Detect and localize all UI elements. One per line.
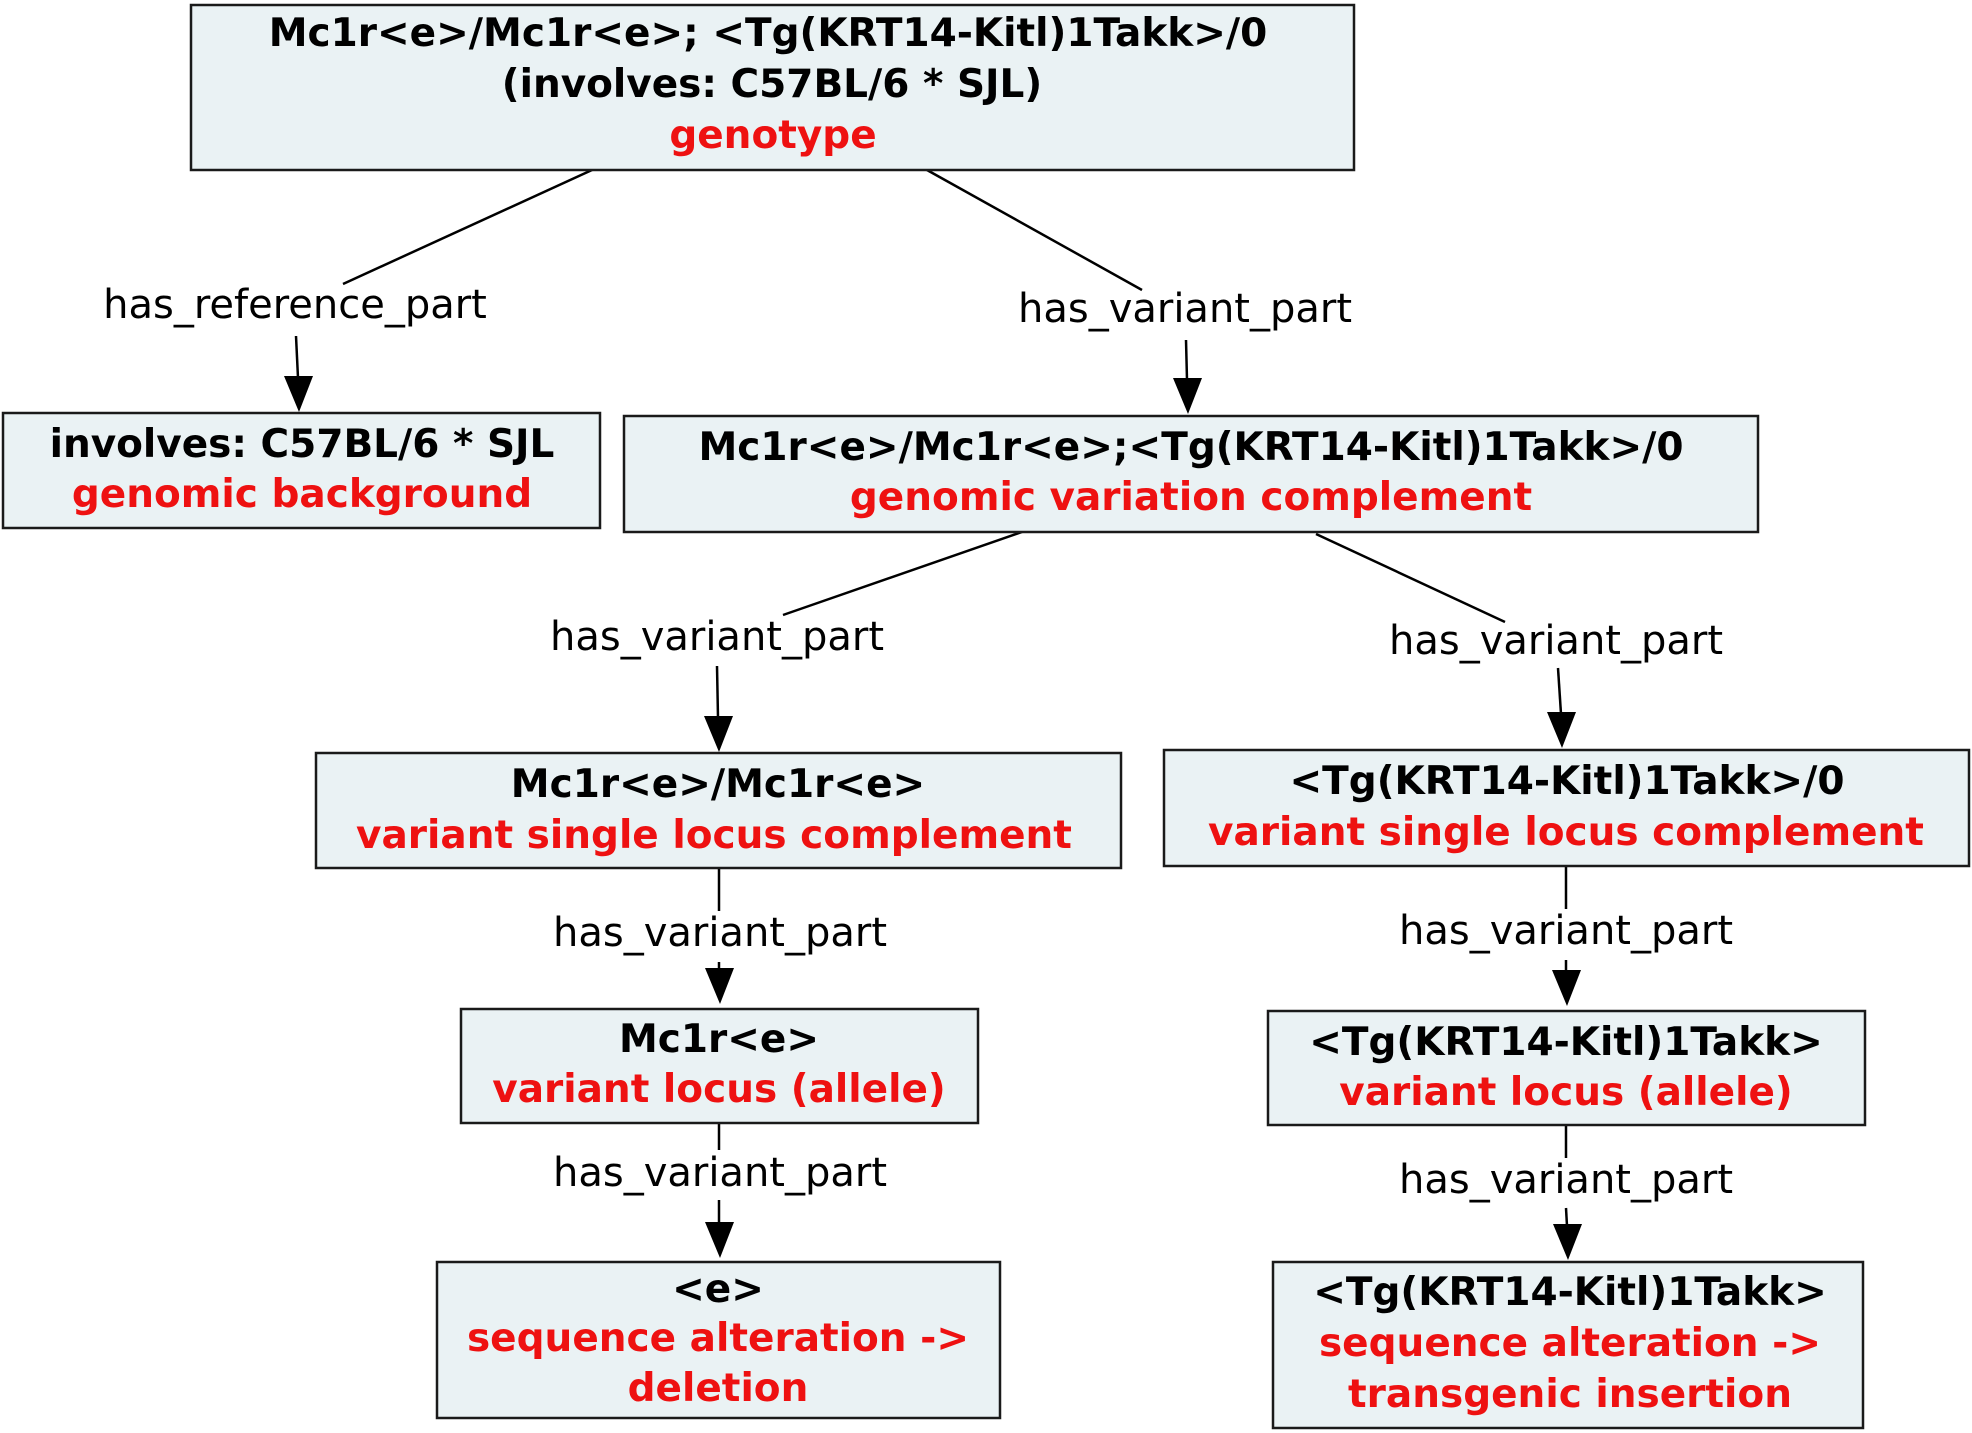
- node-seq-left: <e> sequence alteration -> deletion: [435, 1260, 1002, 1420]
- edge-vslc-right-to-allele-right: has_variant_part: [1399, 867, 1733, 1006]
- edge-gvc-to-vslc-left: has_variant_part: [550, 530, 1023, 752]
- node-genotype: Mc1r<e>/Mc1r<e>; <Tg(KRT14-Kitl)1Takk>/0…: [189, 3, 1356, 172]
- edge-line: [715, 665, 720, 719]
- edge-line: [1184, 339, 1189, 381]
- arrowhead-icon: [705, 1222, 734, 1258]
- node-type-label: deletion: [628, 1366, 809, 1411]
- edge-gvc-to-vslc-right: has_variant_part: [1315, 532, 1723, 748]
- arrowhead-icon: [1173, 378, 1202, 414]
- node-box: [314, 751, 1123, 870]
- node-title-line: involves: C57BL/6 * SJL: [50, 422, 555, 467]
- arrowhead-icon: [284, 376, 313, 412]
- node-title-line: <Tg(KRT14-Kitl)1Takk>/0: [1290, 759, 1845, 804]
- edge-line: [782, 530, 1023, 617]
- edge-line: [342, 168, 593, 286]
- arrowhead-icon: [1553, 1224, 1582, 1260]
- edge-label: has_variant_part: [553, 910, 887, 956]
- node-vslc-right: <Tg(KRT14-Kitl)1Takk>/0 variant single l…: [1162, 748, 1971, 868]
- node-allele-right: <Tg(KRT14-Kitl)1Takk> variant locus (all…: [1266, 1009, 1867, 1127]
- arrowhead-icon: [1552, 970, 1581, 1006]
- edge-line: [1556, 667, 1563, 715]
- edge-line: [1315, 532, 1506, 624]
- edge-allele-right-to-seq-right: has_variant_part: [1399, 1126, 1733, 1260]
- node-title-line: Mc1r<e>: [619, 1017, 819, 1062]
- node-type-label: genomic background: [72, 472, 532, 517]
- arrowhead-icon: [1547, 712, 1576, 748]
- edge-genotype-to-background: has_reference_part: [103, 168, 593, 412]
- node-title-line: <e>: [672, 1267, 764, 1312]
- edge-line: [294, 335, 300, 379]
- node-seq-right: <Tg(KRT14-Kitl)1Takk> sequence alteratio…: [1271, 1260, 1865, 1430]
- node-type-label: variant single locus complement: [1208, 810, 1924, 855]
- node-box: [1266, 1009, 1867, 1127]
- edge-line: [1564, 1207, 1569, 1227]
- node-type-label: variant locus (allele): [492, 1067, 945, 1112]
- node-type-label: sequence alteration ->: [1319, 1321, 1821, 1366]
- node-box: [1, 411, 602, 530]
- edge-label: has_variant_part: [1399, 1157, 1733, 1203]
- edge-label: has_variant_part: [1399, 908, 1733, 954]
- node-type-label: sequence alteration ->: [467, 1316, 969, 1361]
- node-box: [622, 414, 1760, 534]
- node-type-label: genomic variation complement: [850, 475, 1532, 520]
- edge-label: has_reference_part: [103, 282, 487, 328]
- node-title-line: (involves: C57BL/6 * SJL): [502, 62, 1042, 107]
- edge-label: has_variant_part: [550, 614, 884, 660]
- edge-label: has_variant_part: [1389, 618, 1723, 664]
- arrowhead-icon: [705, 968, 734, 1004]
- edge-vslc-left-to-allele-left: has_variant_part: [553, 869, 887, 1004]
- node-title-line: <Tg(KRT14-Kitl)1Takk>: [1309, 1020, 1823, 1065]
- edge-line: [926, 168, 1143, 292]
- edge-label: has_variant_part: [553, 1150, 887, 1196]
- edge-label: has_variant_part: [1018, 286, 1352, 332]
- node-genomic-variation-complement: Mc1r<e>/Mc1r<e>;<Tg(KRT14-Kitl)1Takk>/0 …: [622, 414, 1760, 534]
- node-type-label: variant locus (allele): [1339, 1070, 1792, 1115]
- node-type-label: variant single locus complement: [356, 813, 1072, 858]
- node-title-line: Mc1r<e>/Mc1r<e>;<Tg(KRT14-Kitl)1Takk>/0: [698, 425, 1683, 470]
- node-box: [435, 1260, 1002, 1420]
- node-type-label: transgenic insertion: [1348, 1372, 1792, 1417]
- node-box: [1162, 748, 1971, 868]
- node-box: [459, 1007, 980, 1125]
- node-vslc-left: Mc1r<e>/Mc1r<e> variant single locus com…: [314, 751, 1123, 870]
- edge-genotype-to-gvc: has_variant_part: [926, 168, 1352, 414]
- node-allele-left: Mc1r<e> variant locus (allele): [459, 1007, 980, 1125]
- edge-allele-left-to-seq-left: has_variant_part: [553, 1122, 887, 1258]
- arrowhead-icon: [704, 716, 733, 752]
- node-box: [189, 3, 1356, 172]
- node-title-line: Mc1r<e>/Mc1r<e>; <Tg(KRT14-Kitl)1Takk>/0: [269, 11, 1268, 56]
- node-title-line: <Tg(KRT14-Kitl)1Takk>: [1313, 1270, 1827, 1315]
- node-box: [1271, 1260, 1865, 1430]
- node-background: involves: C57BL/6 * SJL genomic backgrou…: [1, 411, 602, 530]
- node-title-line: Mc1r<e>/Mc1r<e>: [511, 762, 925, 807]
- node-type-label: genotype: [669, 113, 876, 158]
